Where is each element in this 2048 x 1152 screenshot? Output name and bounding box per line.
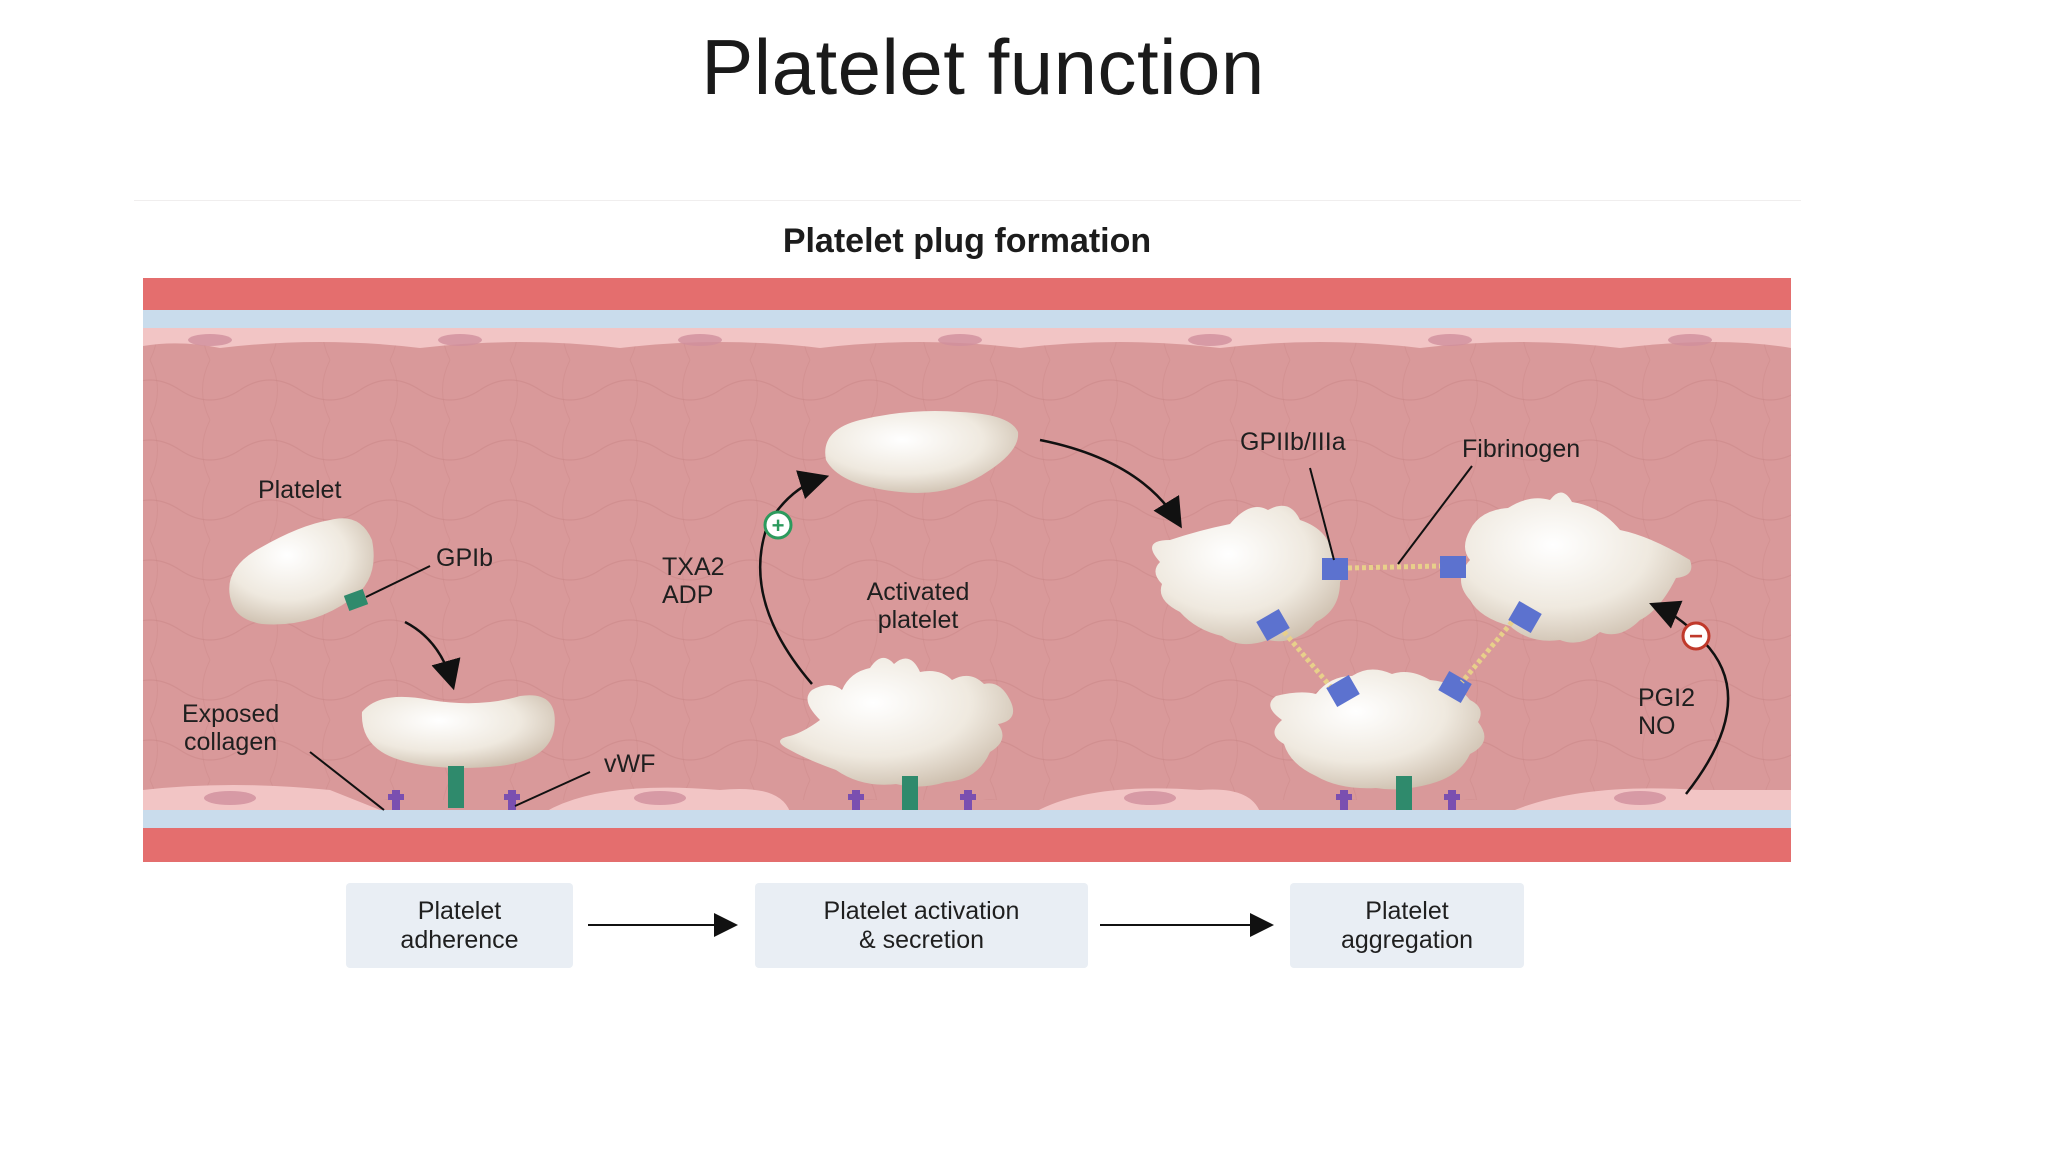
txa2-arrow [758, 470, 830, 685]
basement-bottom [143, 810, 1791, 828]
aggregating-platelet-left [1152, 505, 1344, 645]
step-platelet-activation: Platelet activation & secretion [755, 883, 1088, 968]
label-vwf: vWF [604, 750, 655, 778]
endothelial-nuclei-top [188, 334, 1712, 346]
label-exposed-collagen-2: collagen [184, 728, 277, 756]
step-platelet-aggregation: Platelet aggregation [1290, 883, 1524, 968]
label-adp: ADP [662, 581, 713, 609]
label-no: NO [1638, 712, 1676, 740]
label-txa2: TXA2 [662, 553, 725, 581]
svg-text:+: + [772, 513, 785, 538]
step-platelet-adherence: Platelet adherence [346, 883, 573, 968]
label-gpiib-iiia: GPIIb/IIIa [1240, 428, 1346, 456]
fibrinogen-leader [1397, 465, 1473, 565]
label-activated-2: platelet [878, 606, 959, 634]
label-fibrinogen: Fibrinogen [1462, 435, 1580, 463]
vwf-molecules-2 [848, 790, 976, 810]
label-exposed-collagen-1: Exposed [182, 700, 279, 728]
figure-title: Platelet plug formation [782, 222, 1152, 260]
collagen-leader [309, 751, 385, 811]
gpib-anchor-2 [902, 776, 918, 810]
pgi2-arrow [1649, 600, 1730, 795]
fibrinogen-bridges [1282, 563, 1514, 688]
activating-platelet [825, 411, 1019, 494]
gpib-leader [365, 565, 431, 598]
slide-title: Platelet function [701, 23, 1265, 111]
vwf-leader [514, 771, 591, 807]
label-platelet: Platelet [258, 476, 341, 504]
gpib-anchor [448, 766, 464, 808]
vessel-wall-bottom [143, 828, 1791, 862]
plus-sign: + [763, 510, 793, 540]
adhered-platelet [361, 695, 555, 768]
endothelial-nuclei-bottom [204, 791, 1666, 805]
activated-platelet-1 [780, 657, 1014, 787]
gpiib-leader [1309, 467, 1335, 561]
gpiib-iiia-receptors [1256, 556, 1542, 708]
vwf-molecules-1 [388, 790, 520, 810]
endothelium-bottom [143, 785, 1791, 812]
label-pgi2: PGI2 [1638, 684, 1695, 712]
vwf-molecules-3 [1336, 790, 1460, 810]
gpib-receptor-free [343, 589, 369, 611]
adhesion-arrow [404, 620, 461, 691]
label-activated-1: Activated [867, 578, 970, 606]
aggregating-platelet-bottom [1270, 669, 1485, 790]
minus-sign: − [1681, 621, 1711, 651]
free-platelet [229, 518, 374, 625]
gpib-anchor-3 [1396, 776, 1412, 810]
basement-top [143, 310, 1791, 328]
aggregation-arrow [1039, 438, 1182, 529]
vessel-wall-top [143, 278, 1791, 310]
label-gpib: GPIb [436, 544, 493, 572]
svg-text:−: − [1689, 623, 1703, 650]
